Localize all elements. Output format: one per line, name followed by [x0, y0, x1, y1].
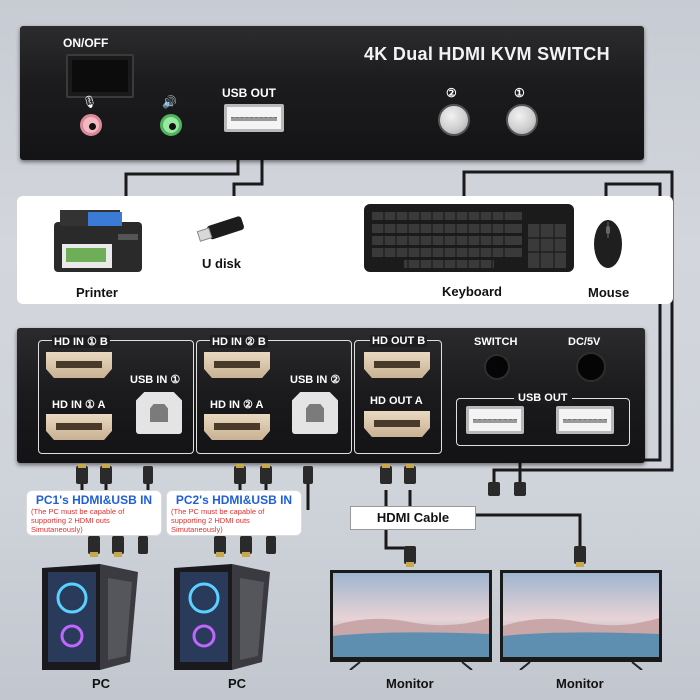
hd-in-2a-port[interactable]: [204, 414, 270, 440]
printer-icon: [54, 210, 142, 272]
microphone-icon: 🎙: [82, 95, 98, 109]
hd-out-a-port[interactable]: [364, 411, 430, 437]
pc1-label: PC: [92, 676, 111, 691]
monitor-2-label: Monitor: [556, 676, 604, 691]
hdmi-cable-label: HDMI Cable: [350, 506, 476, 530]
select-pc2-button[interactable]: [438, 104, 470, 136]
pc2-tower-icon: [174, 564, 270, 670]
switch-label: SWITCH: [474, 336, 518, 348]
mic-jack[interactable]: [80, 114, 102, 136]
pc2-note: (The PC must be capable of supporting 2 …: [171, 507, 265, 534]
monitor-2-icon: [500, 570, 662, 670]
back-usb-out-port-2[interactable]: [556, 406, 614, 434]
usb-in-2-port[interactable]: [292, 392, 338, 434]
select-button-1-label: ①: [514, 86, 525, 100]
cable-usb-printer: [124, 160, 240, 205]
dc-power-jack[interactable]: [576, 352, 606, 382]
usb-drive-icon: [196, 216, 244, 242]
pc1-info-badge: PC1's HDMI&USB IN (The PC must be capabl…: [26, 490, 162, 536]
pc1-tower-icon: [42, 564, 138, 670]
keyboard-label: Keyboard: [442, 284, 502, 299]
hd-out-b-label: HD OUT B: [370, 335, 428, 347]
front-usb-out-label: USB OUT: [222, 86, 276, 100]
mouse-icon: [594, 220, 622, 268]
hd-in-2b-port[interactable]: [204, 352, 270, 378]
hd-in-2a-label: HD IN ② A: [210, 399, 264, 411]
hd-in-1b-port[interactable]: [46, 352, 112, 378]
hd-out-b-port[interactable]: [364, 352, 430, 378]
usb-in-1-port[interactable]: [136, 392, 182, 434]
hd-in-1a-port[interactable]: [46, 414, 112, 440]
dc-power-label: DC/5V: [568, 336, 601, 348]
pc2-port-group: [196, 340, 352, 454]
switch-jack[interactable]: [484, 354, 510, 380]
power-switch[interactable]: [66, 54, 134, 98]
hd-in-1a-label: HD IN ① A: [52, 399, 106, 411]
pc2-label: PC: [228, 676, 247, 691]
monitor-1-label: Monitor: [386, 676, 434, 691]
printer-label: Printer: [76, 285, 118, 300]
select-button-2-label: ②: [446, 86, 457, 100]
cable-hdmi-out-2: [408, 490, 582, 560]
cable-mouse: [518, 182, 662, 490]
front-usb-out-port[interactable]: [224, 104, 284, 132]
monitor-1-icon: [330, 570, 492, 670]
select-pc1-button[interactable]: [506, 104, 538, 136]
pc1-note: (The PC must be capable of supporting 2 …: [31, 507, 125, 534]
hd-in-1b-label: HD IN ① B: [52, 335, 110, 348]
back-usb-out-port-1[interactable]: [466, 406, 524, 434]
speaker-jack[interactable]: [160, 114, 182, 136]
hd-out-a-label: HD OUT A: [370, 395, 423, 407]
pc-plugs: [88, 536, 276, 557]
connector-plugs: [76, 464, 526, 496]
product-title: 4K Dual HDMI KVM SWITCH: [364, 44, 610, 64]
hd-in-2b-label: HD IN ② B: [210, 335, 268, 348]
pc2-title: PC2's HDMI&USB IN: [175, 493, 293, 507]
mouse-label: Mouse: [588, 285, 630, 300]
pc1-title: PC1's HDMI&USB IN: [35, 493, 153, 507]
pc1-port-group: [38, 340, 194, 454]
back-usb-out-label: USB OUT: [514, 392, 572, 404]
pc2-info-badge: PC2's HDMI&USB IN (The PC must be capabl…: [166, 490, 302, 536]
power-switch-label: ON/OFF: [63, 36, 109, 50]
usb-in-2-label: USB IN ②: [290, 374, 341, 386]
cable-keyboard: [462, 170, 674, 490]
usb-in-1-label: USB IN ①: [130, 374, 181, 386]
speaker-icon: 🔊: [162, 95, 177, 109]
monitor-plugs: [404, 546, 586, 567]
keyboard-icon: [364, 204, 574, 272]
udisk-label: U disk: [202, 256, 242, 271]
